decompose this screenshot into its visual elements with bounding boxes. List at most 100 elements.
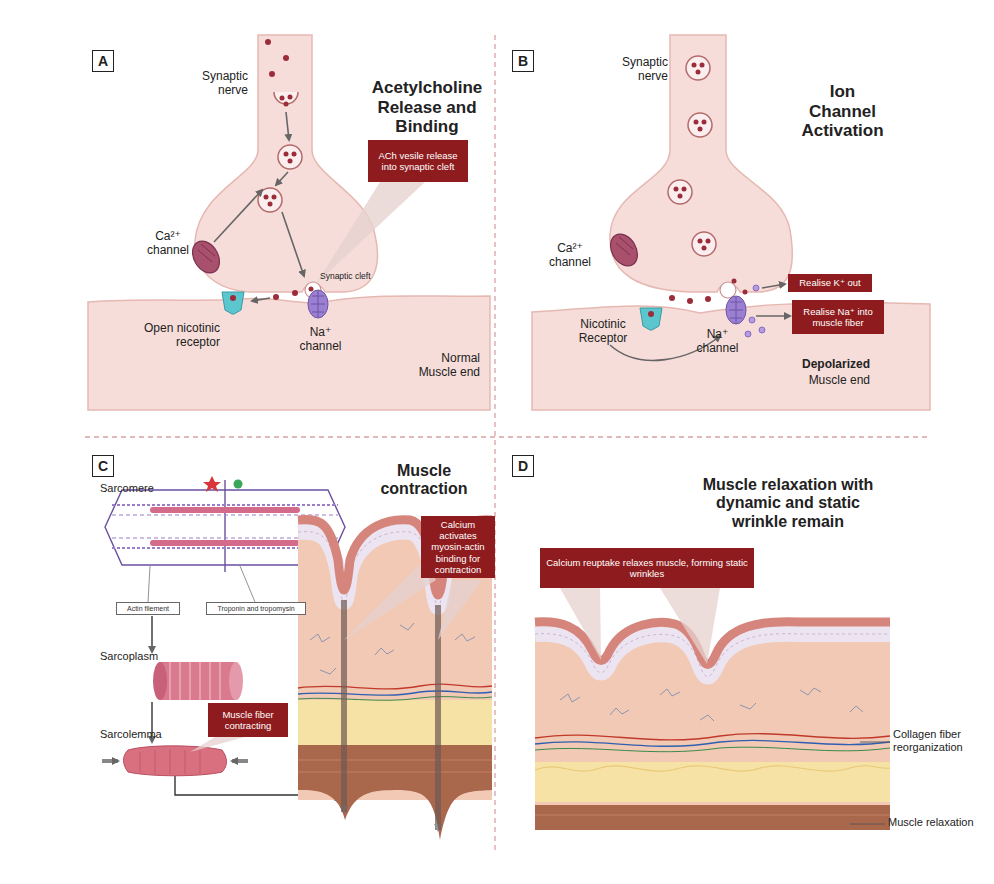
skin-section: [298, 745, 492, 840]
leader-line: [860, 742, 890, 743]
node-text: Realise K⁺ out: [799, 277, 861, 288]
callout-box: Calcium reuptake relaxes muscle, forming…: [540, 548, 754, 588]
part-label: Na⁺ channel: [293, 326, 348, 354]
calcium-channel: [605, 229, 643, 270]
part-label: Synaptic nerve: [606, 56, 668, 84]
sarcoplasm: [160, 662, 236, 700]
ion-dot: [759, 327, 765, 333]
flow-arrow: [286, 112, 289, 140]
skin-section: [310, 623, 475, 674]
callout-wedge: [190, 560, 482, 752]
node-text: Calcium activates myosin-actin binding f…: [424, 519, 492, 576]
sodium-channel: [308, 290, 328, 318]
vesicle: [702, 246, 707, 251]
acetylcholine-dot: [705, 296, 711, 302]
vesicle: [292, 152, 297, 157]
node-text: Troponin and tropomysin: [217, 605, 294, 612]
sarcoplasm: [229, 662, 243, 700]
nicotinic-receptor: [640, 308, 662, 330]
skin-section: [560, 688, 863, 721]
callout-box: Calcium activates myosin-actin binding f…: [421, 516, 495, 578]
panel-title: Acetylcholine Release and Binding: [352, 78, 502, 137]
panel-divider: [85, 436, 930, 437]
leader-line: [240, 566, 255, 602]
panel-title: Muscle contraction: [376, 462, 472, 499]
part-label: Na⁺ channel: [690, 328, 745, 356]
vesicle: [272, 195, 277, 200]
panel-letter: C: [92, 455, 114, 477]
sarcomere: [112, 504, 338, 506]
sarcoplasm: [153, 662, 167, 700]
flow-arrow: [151, 616, 152, 652]
vesicle: [686, 56, 710, 80]
part-label: Ca²⁺ channel: [540, 242, 600, 270]
contraction-arrow: [344, 600, 438, 830]
panel-title: Depolarized: [780, 358, 870, 372]
node-text: Muscle fiber contracting: [211, 709, 285, 732]
skin-section: [535, 766, 890, 771]
flow-arrow: [252, 298, 270, 301]
acetylcholine-dot: [269, 71, 275, 77]
callout-wedge: [190, 737, 245, 752]
compression-arrow: [102, 759, 118, 763]
sarcoplasm: [153, 662, 243, 700]
vesicle: [668, 56, 716, 256]
vesicle: [678, 194, 683, 199]
panel-title: Muscle relaxation with dynamic and stati…: [692, 476, 884, 531]
acetylcholine-dot: [743, 290, 748, 295]
part-label: Synaptic cleft: [320, 272, 400, 282]
leader-line: [148, 566, 150, 602]
calcium-channel: [187, 236, 225, 277]
flow-arrow: [610, 284, 790, 360]
calcium-channel: [198, 244, 215, 262]
callout-wedge: [560, 588, 720, 664]
contraction-arrow: [341, 600, 347, 812]
part-label: Open nicotinic receptor: [108, 322, 220, 350]
acetylcholine-dot: [265, 39, 314, 300]
sarcomere: [234, 480, 243, 489]
sarcomere: [150, 507, 300, 513]
node-text: B: [518, 53, 528, 69]
vesicle: [696, 70, 701, 75]
skin-section: [535, 740, 890, 746]
acetylcholine-dot: [273, 294, 279, 300]
acetylcholine-dot: [309, 287, 314, 292]
flow-arrow: [762, 284, 785, 288]
leader-line: [148, 566, 255, 602]
callout-wedge: [316, 182, 425, 284]
vesicle: [694, 120, 699, 125]
skin-section: [535, 805, 890, 830]
part-label: Muscle relaxation: [888, 816, 992, 829]
part-tag: Troponin and tropomysin: [206, 602, 306, 615]
muscle-end: [88, 296, 490, 410]
skin-section: [298, 691, 492, 695]
panel-letter: D: [512, 455, 534, 477]
node-text: Actin filement: [127, 605, 169, 612]
part-label: Sarcomere: [100, 482, 180, 495]
nicotinic-receptor: [222, 292, 244, 314]
compression-arrow: [232, 759, 248, 763]
skin-section: [535, 622, 890, 830]
nicotinic-receptor: [640, 308, 662, 330]
muscle-fiber: [140, 750, 200, 774]
vesicle: [702, 120, 707, 125]
callout-wedge: [316, 182, 425, 284]
part-label: Nicotinic Receptor: [558, 318, 648, 346]
sarcomere: [150, 540, 300, 546]
part-label: Muscle end: [780, 374, 870, 388]
panel-letter: A: [92, 50, 114, 72]
leader-line: [850, 824, 885, 825]
node-text: C: [98, 458, 108, 474]
skin-section: [535, 622, 890, 830]
skin-section: [298, 700, 492, 745]
sodium-channel: [308, 290, 328, 318]
callout-box: Realise Na⁺ into muscle fiber: [792, 300, 884, 334]
contraction-arrow: [435, 605, 441, 830]
vesicle: [706, 239, 711, 244]
sodium-channel: [726, 296, 746, 324]
acetylcholine-dot: [283, 55, 289, 61]
node-text: D: [518, 458, 528, 474]
callout-box: ACh vesile release into synaptic cleft: [368, 140, 468, 182]
sarcoplasm: [170, 662, 220, 700]
skin-section: [535, 815, 890, 816]
